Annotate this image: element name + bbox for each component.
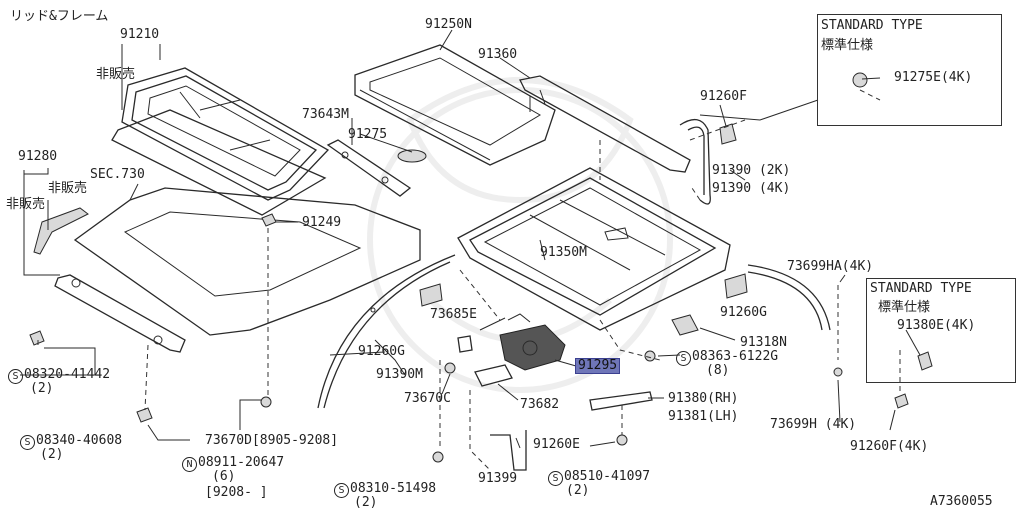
weatherstrip-91390M xyxy=(317,254,456,409)
label-73699H: 73699H (4K) xyxy=(770,417,857,432)
label-73670C: 73670C xyxy=(404,391,451,406)
label-08363-qty: (8) xyxy=(706,363,730,378)
side-seal-91390 xyxy=(747,264,831,331)
label-08340-qty: (2) xyxy=(40,447,64,462)
label-08510-number: 08510-41097 xyxy=(564,469,651,484)
pad-91260G-left xyxy=(419,283,443,307)
standard-box-2-title: STANDARD TYPE xyxy=(870,281,972,296)
label-91360: 91360 xyxy=(478,47,518,62)
label-91390-4k: 91390 (4K) xyxy=(712,181,791,196)
label-08320-number: 08320-41442 xyxy=(24,367,111,382)
headliner xyxy=(73,187,421,336)
label-91390M: 91390M xyxy=(376,367,423,382)
label-08510-qty: (2) xyxy=(566,483,590,498)
nut-73670C xyxy=(444,362,456,374)
label-sec730: SEC.730 xyxy=(90,167,145,182)
standard-type-box-1: STANDARD TYPE 標準仕様 91275E(4K) xyxy=(817,14,1002,126)
s-symbol-icon: S xyxy=(548,471,563,486)
bolts xyxy=(29,72,933,463)
label-91260G-left: 91260G xyxy=(358,344,405,359)
sunshade-91250N xyxy=(354,44,556,166)
label-not-for-sale-1: 非販売 xyxy=(96,67,136,82)
label-91249: 91249 xyxy=(302,215,342,230)
label-91260G-right: 91260G xyxy=(720,305,767,320)
label-91275E: 91275E(4K) xyxy=(894,70,973,85)
solid-leaders xyxy=(20,29,921,449)
label-91260F: 91260F xyxy=(700,89,747,104)
label-91260F-4k: 91260F(4K) xyxy=(850,439,929,454)
label-91250N: 91250N xyxy=(425,17,472,32)
s-symbol-icon: S xyxy=(8,369,23,384)
label-91399: 91399 xyxy=(478,471,518,486)
label-08320-qty: (2) xyxy=(30,381,54,396)
label-08363-number: 08363-6122G xyxy=(692,349,779,364)
s-symbol-icon: S xyxy=(20,435,35,450)
leader-lines xyxy=(37,89,901,471)
label-08911-number: 08911-20647 xyxy=(198,455,285,470)
label-73670D: 73670D[8905-9208] xyxy=(205,433,339,448)
standard-type-box-2: STANDARD TYPE 標準仕様 91380E(4K) xyxy=(866,278,1016,383)
label-91318N: 91318N xyxy=(740,335,787,350)
label-73643M: 73643M xyxy=(302,107,349,122)
rail-91380 xyxy=(589,391,653,411)
label-not-for-sale-3: 非販売 xyxy=(6,197,46,212)
pad-91260G-right xyxy=(724,273,748,299)
label-not-for-sale-2: 非販売 xyxy=(48,181,88,196)
label-91350M: 91350M xyxy=(540,245,587,260)
strip-73643M xyxy=(326,139,412,197)
label-08911-qty: (6) xyxy=(212,469,236,484)
label-73682: 73682 xyxy=(520,397,560,412)
label-91210: 91210 xyxy=(120,27,160,42)
label-08310-qty: (2) xyxy=(354,495,378,510)
glass-lid-panel xyxy=(111,67,330,216)
label-91260E: 91260E xyxy=(533,437,580,452)
front-rail xyxy=(54,274,186,353)
drain-hose-91260F xyxy=(679,118,737,205)
label-91295-highlighted[interactable]: 91295 xyxy=(575,358,621,374)
standard-box-2-subtitle: 標準仕様 xyxy=(878,300,931,315)
rear-trim-91280 xyxy=(33,207,89,255)
label-08911-date: [9208- ] xyxy=(205,485,268,500)
label-08310-number: 08310-51498 xyxy=(350,481,437,496)
motor-91295 xyxy=(499,313,566,371)
bracket-91318N xyxy=(671,314,699,336)
bracket-73682 xyxy=(474,364,513,387)
rail-91360 xyxy=(519,75,691,173)
label-08340-number: 08340-40608 xyxy=(36,433,123,448)
s-symbol-icon: S xyxy=(676,351,691,366)
label-91380: 91380(RH) xyxy=(668,391,739,406)
label-91390-2k: 91390 (2K) xyxy=(712,163,791,178)
figure-code: A7360055 xyxy=(930,494,993,509)
label-73699HA: 73699HA(4K) xyxy=(787,259,874,274)
clip-91249 xyxy=(261,213,277,227)
label-91280: 91280 xyxy=(18,149,58,164)
n-symbol-icon: N xyxy=(182,457,197,472)
standard-box-1-title: STANDARD TYPE xyxy=(821,18,923,33)
sunroof-frame-91350M xyxy=(457,167,731,331)
label-73685E: 73685E xyxy=(430,307,477,322)
label-91275: 91275 xyxy=(348,127,388,142)
header-title: リッド&フレーム xyxy=(10,9,109,24)
label-91381: 91381(LH) xyxy=(668,409,739,424)
standard-box-1-subtitle: 標準仕様 xyxy=(821,38,874,53)
pad-91275 xyxy=(397,149,427,163)
bracket-73685E xyxy=(457,335,473,353)
s-symbol-icon: S xyxy=(334,483,349,498)
cable-91399 xyxy=(490,430,527,471)
label-91380E: 91380E(4K) xyxy=(897,318,976,333)
